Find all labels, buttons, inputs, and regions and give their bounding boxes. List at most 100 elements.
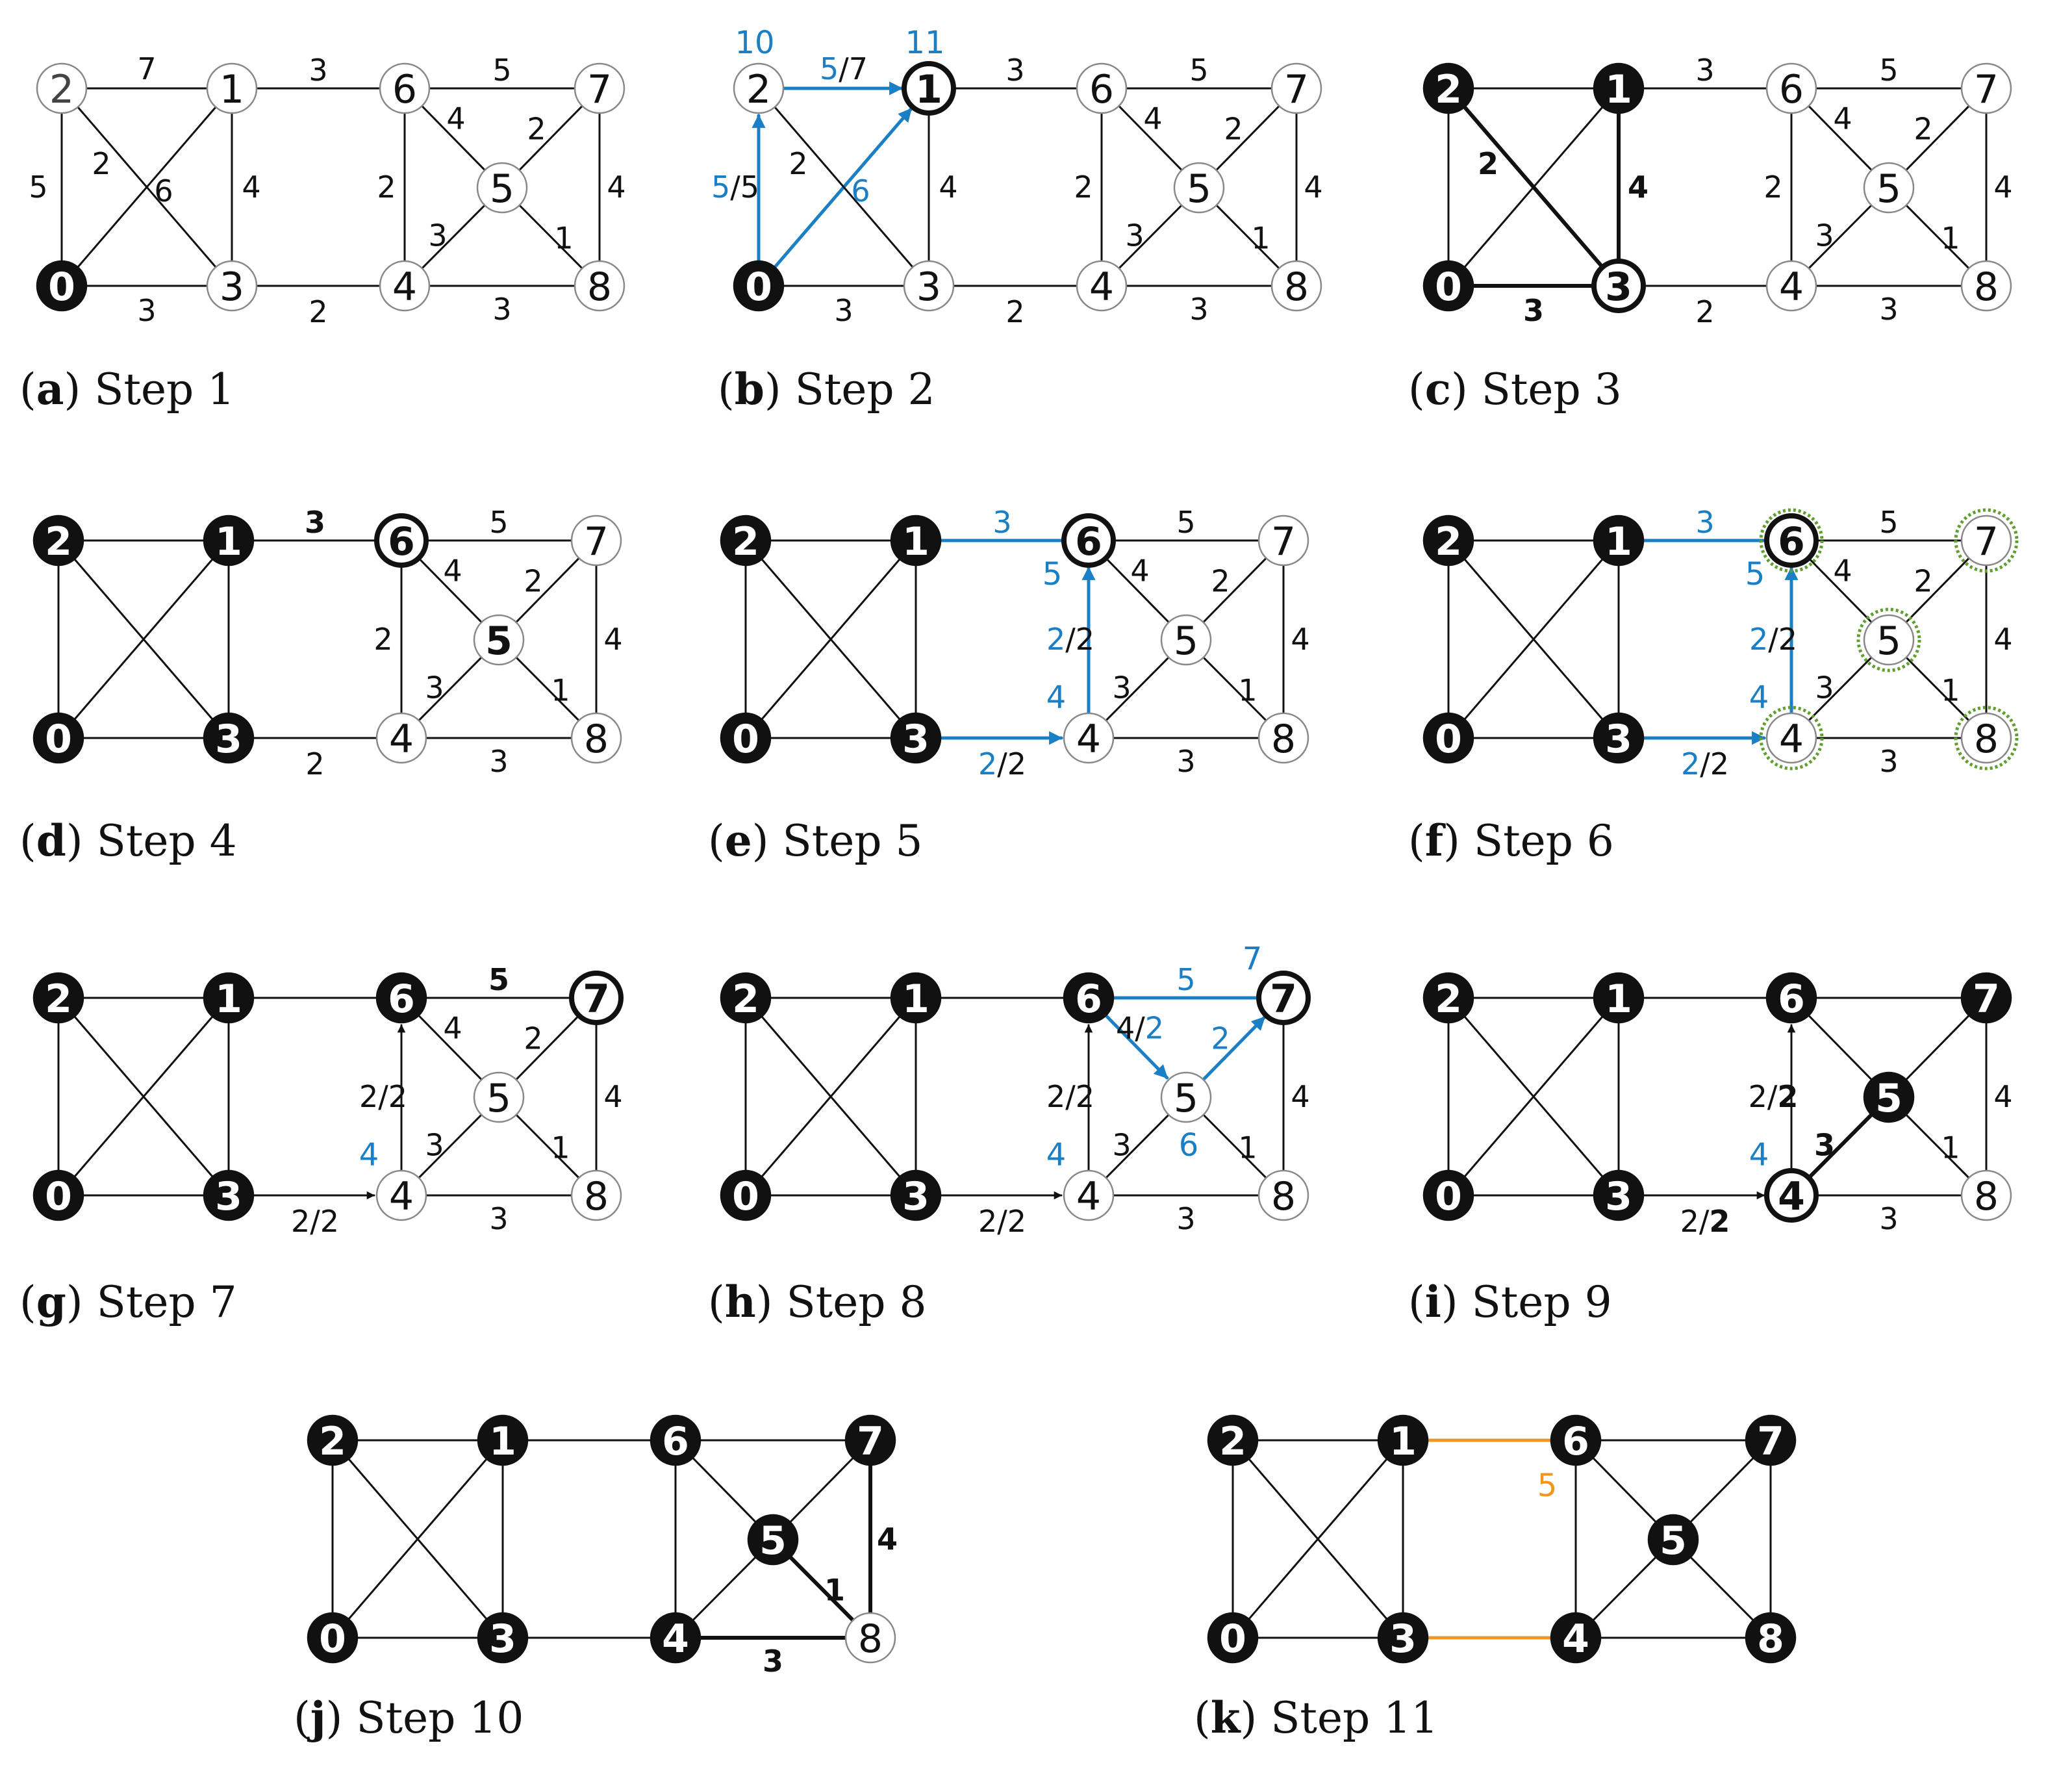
node-label: 5	[1174, 1076, 1198, 1121]
node-8: 8	[570, 1169, 622, 1221]
node-6: 6	[1765, 972, 1817, 1024]
node-label: 8	[584, 1174, 609, 1219]
edge-label-5-8: 1	[1941, 1130, 1960, 1165]
node-label: 3	[902, 1174, 929, 1219]
edge-label-5-8: 1	[1251, 221, 1270, 256]
edge-2-3	[57, 997, 230, 1197]
edge-label-5-6: 4	[1130, 554, 1149, 589]
node-6: 6	[1063, 972, 1115, 1024]
node-label: 6	[662, 1419, 689, 1464]
edge-label-0-2: 5/5	[711, 170, 759, 205]
edge-label-5-7: 2	[524, 1021, 542, 1056]
node-label: 5	[486, 1076, 511, 1121]
node-label: 0	[319, 1616, 346, 1662]
node-1: 1	[203, 972, 255, 1024]
edge-label-4-6: 2/2	[1749, 622, 1797, 657]
node-6: 6	[1759, 508, 1824, 573]
edge-label-0-1: 6	[154, 173, 173, 209]
node-0: 0	[720, 712, 772, 764]
node-8: 8	[1954, 706, 2019, 770]
edge-2-3	[57, 539, 230, 739]
node-label: 0	[745, 264, 772, 310]
node-5: 5	[1647, 1514, 1699, 1566]
edge-label-6-7: 5	[488, 962, 509, 997]
node-label: 7	[584, 519, 609, 565]
edge-label-7-8: 4	[877, 1521, 898, 1557]
edge-label-6-7: 5	[1879, 505, 1898, 540]
node-0: 0	[307, 1612, 359, 1664]
distance-tag-node-6: 5	[1042, 556, 1063, 592]
node-7: 7	[1960, 972, 2012, 1024]
edge-label-7-8: 4	[1304, 170, 1322, 205]
node-label: 2	[45, 519, 72, 565]
edge-label-5-7: 2	[1224, 112, 1243, 147]
node-label: 5	[1876, 618, 1901, 664]
node-2: 2	[32, 972, 84, 1024]
node-7: 7	[1256, 971, 1311, 1025]
caption-text: Step 11	[1270, 1693, 1439, 1743]
node-label: 3	[1605, 1174, 1632, 1219]
distance-tag-node-4: 4	[1749, 680, 1769, 716]
edge-label-0-2: 5	[29, 170, 47, 205]
node-label: 2	[45, 976, 72, 1022]
node-8: 8	[1960, 1169, 2012, 1221]
edge-2-3	[331, 1439, 504, 1639]
node-2: 2	[32, 515, 84, 566]
node-3: 3	[890, 1169, 942, 1221]
edge-label-7-8: 4	[1993, 170, 2012, 205]
node-1: 1	[890, 515, 942, 566]
node-3: 3	[477, 1612, 529, 1664]
node-label: 7	[1757, 1419, 1784, 1464]
node-label: 5	[759, 1518, 787, 1564]
edge-label-5-8: 1	[551, 1130, 570, 1165]
edge-label-4-8: 3	[1879, 1201, 1898, 1236]
edge-label-1-2: 7	[137, 51, 156, 86]
edge-label-4-6: 2/2	[1046, 1079, 1094, 1114]
caption-text: Step 9	[1471, 1277, 1612, 1327]
node-label: 4	[392, 264, 417, 310]
edge-label-1-6: 3	[305, 505, 325, 540]
node-7: 7	[1960, 62, 2012, 114]
edge-label-2-3: 2	[1478, 146, 1498, 181]
node-1: 1	[1593, 515, 1645, 566]
node-label: 6	[392, 67, 417, 112]
node-label: 1	[489, 1419, 516, 1464]
node-4: 4	[375, 1169, 427, 1221]
edge-label-4-8: 3	[1879, 292, 1898, 327]
node-label: 3	[902, 717, 929, 762]
edge-label-1-6: 3	[1695, 53, 1714, 88]
edge-label-5-8: 1	[551, 673, 570, 708]
edge-label-6-7: 5	[489, 505, 508, 540]
node-2: 2	[720, 972, 772, 1024]
node-3: 3	[1591, 259, 1646, 313]
node-0: 0	[720, 1169, 772, 1221]
edge-label-3-4: 2/2	[978, 746, 1026, 782]
edge-label-5-8: 1	[1238, 1130, 1257, 1165]
edge-label-6-7: 5	[1189, 53, 1208, 88]
node-4: 4	[1764, 1168, 1819, 1223]
node-label: 8	[1974, 1174, 1999, 1219]
node-label: 0	[1219, 1616, 1246, 1662]
node-label: 5	[1187, 166, 1211, 212]
edge-label-5-6: 4	[1833, 101, 1852, 136]
edge-label-5-6: 4	[443, 1011, 462, 1046]
distance-tag-node-2: 10	[735, 25, 774, 61]
edge-label-1-6: 3	[1005, 53, 1024, 88]
caption-text: Step 6	[1473, 816, 1614, 866]
panel-caption: (h) Step 8	[708, 1277, 927, 1327]
edge-label-0-1: 6	[851, 173, 870, 209]
edge-label-4-5: 3	[1815, 670, 1834, 706]
node-label: 1	[915, 67, 942, 112]
node-5: 5	[476, 162, 528, 214]
node-label: 1	[1605, 67, 1632, 112]
node-label: 1	[902, 519, 929, 565]
node-8: 8	[1960, 260, 2012, 312]
node-8: 8	[1270, 260, 1322, 312]
node-7: 7	[570, 515, 622, 566]
node-2: 2	[1422, 515, 1474, 566]
edge-label-4-5: 3	[425, 670, 444, 706]
node-6: 6	[1550, 1414, 1602, 1466]
node-label: 8	[584, 717, 609, 762]
edge-label-5-6: 4	[1833, 554, 1852, 589]
